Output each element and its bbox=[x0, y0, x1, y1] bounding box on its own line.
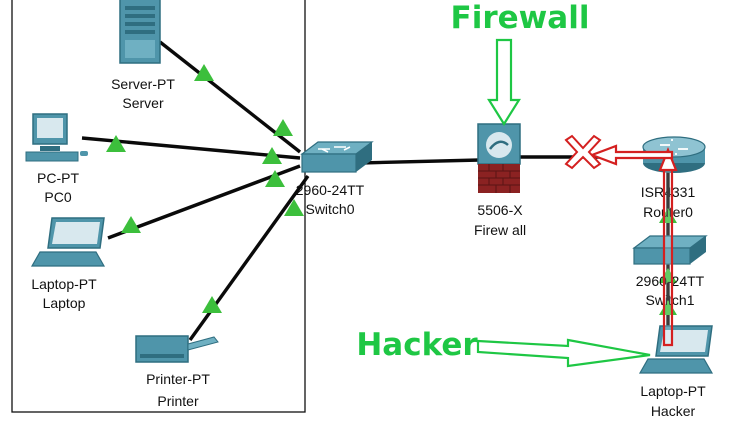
pc-model-label: PC-PT bbox=[37, 170, 79, 186]
firewall-name-label: Firew all bbox=[474, 222, 526, 238]
server-icon[interactable] bbox=[119, 0, 161, 64]
link-up-icon bbox=[262, 147, 282, 164]
pc-name-label: PC0 bbox=[44, 189, 71, 205]
link-laptop-switch0 bbox=[107, 164, 301, 240]
firewall-annotation-title: Firewall bbox=[451, 0, 590, 36]
laptop-model-label: Laptop-PT bbox=[31, 276, 97, 292]
link-up-icon bbox=[273, 119, 293, 136]
server-model-label: Server-PT bbox=[111, 76, 175, 92]
desktop-pc-icon[interactable] bbox=[25, 113, 88, 162]
switch0-name-label: Switch0 bbox=[305, 201, 354, 217]
attack-path-arrow bbox=[588, 144, 678, 347]
right-arrow-icon bbox=[476, 338, 651, 368]
printer-icon[interactable] bbox=[135, 335, 219, 363]
hacker-model-label: Laptop-PT bbox=[640, 383, 706, 399]
hacker-name-label: Hacker bbox=[651, 403, 696, 419]
laptop-icon[interactable] bbox=[638, 325, 714, 374]
switch1-model-label: 2960-24TT bbox=[636, 273, 705, 289]
link-up-icon bbox=[202, 296, 222, 313]
laptop-name-label: Laptop bbox=[43, 295, 86, 311]
router-name-label: Router0 bbox=[643, 204, 693, 220]
firewall-icon[interactable] bbox=[477, 123, 521, 193]
router-model-label: ISR4331 bbox=[641, 184, 696, 200]
link-up-icon bbox=[121, 216, 141, 233]
link-up-icon bbox=[106, 135, 126, 152]
switch-icon[interactable] bbox=[300, 141, 374, 173]
switch1-name-label: Switch1 bbox=[645, 292, 694, 308]
down-arrow-icon bbox=[487, 38, 521, 127]
link-switch0-firewall bbox=[359, 158, 481, 165]
link-up-icon bbox=[194, 64, 214, 81]
laptop-icon[interactable] bbox=[30, 217, 106, 267]
switch0-model-label: 2960-24TT bbox=[296, 182, 365, 198]
printer-model-label: Printer-PT bbox=[146, 371, 210, 387]
link-status-markers bbox=[106, 64, 677, 315]
link-up-icon bbox=[284, 199, 304, 216]
firewall-model-label: 5506-X bbox=[477, 202, 523, 218]
lan-boundary bbox=[11, 0, 306, 413]
link-up-icon bbox=[265, 170, 285, 187]
server-name-label: Server bbox=[122, 95, 164, 111]
red-x-icon bbox=[564, 134, 602, 170]
hacker-annotation-title: Hacker bbox=[356, 327, 478, 363]
printer-name-label: Printer bbox=[157, 393, 199, 409]
